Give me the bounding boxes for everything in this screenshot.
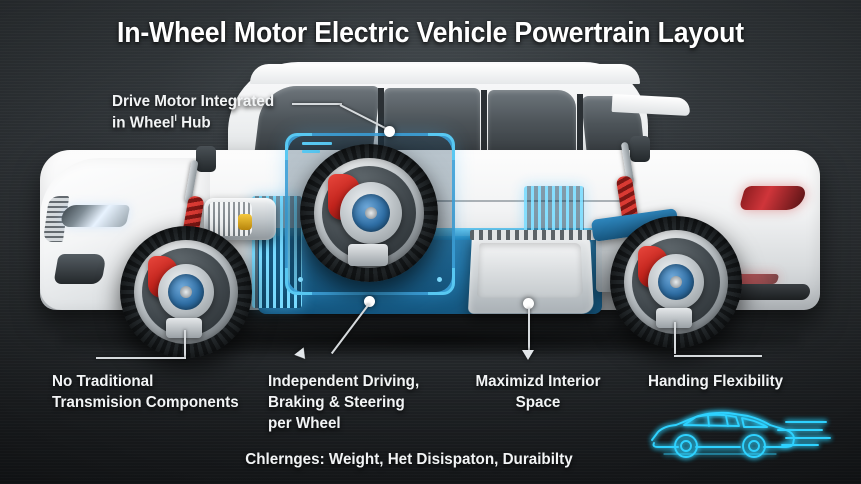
inset-corner-bottom-left-icon: [285, 268, 312, 295]
callout-independent-line1: Independent Driving,: [268, 373, 420, 390]
inset-indicator-dot-right: [437, 277, 442, 282]
callout-independent-line3: per Wheel: [268, 414, 341, 432]
hv-connector: [238, 214, 252, 230]
inset-corner-top-right-icon: [428, 133, 455, 160]
callout-drive-motor-line2-wrap: in Wheell Hub: [112, 113, 274, 134]
inset-corner-bottom-right-icon: [428, 268, 455, 295]
callout-label-handling: Handing Flexibility: [648, 372, 783, 393]
front-hub-mount-block: [166, 318, 202, 338]
lead-no-transmission-horizontal: [96, 357, 186, 359]
lead-handling-horizontal: [674, 355, 762, 357]
callout-no-transmission-line1: No Traditional: [52, 373, 154, 390]
callout-interior-space-line2: Space: [515, 393, 561, 411]
inset-tick-mark-2: [302, 150, 320, 153]
callout-label-independent: Independent Driving, Braking & Steering …: [268, 372, 419, 434]
inset-hub-center: [365, 207, 377, 219]
c-pillar: [481, 90, 487, 164]
lead-independent-diagonal: [330, 303, 370, 355]
front-strut-top-mount: [196, 146, 216, 172]
rear-hub-center: [670, 276, 682, 288]
lead-handling-vertical: [674, 322, 676, 354]
lead-interior-space-vertical: [528, 308, 530, 352]
page-title: In-Wheel Motor Electric Vehicle Powertra…: [116, 17, 744, 49]
car-roofline: [250, 64, 640, 84]
d-pillar: [577, 94, 583, 160]
callout-dot-independent[interactable]: [364, 296, 375, 307]
footer-challenges-text: Chlernges: Weight, Het Disispaton, Durai…: [245, 451, 573, 468]
lead-no-transmission-vertical: [184, 330, 186, 358]
callout-drive-motor-artifact: l: [174, 112, 177, 123]
callout-handling-line1: Handing Flexibility: [648, 373, 784, 390]
callout-no-transmission-line2: Transmision Components: [52, 393, 239, 411]
rear-strut-top-mount: [630, 136, 650, 162]
rear-hub-mount-block: [656, 308, 692, 328]
lead-drive-motor-horizontal: [292, 103, 342, 105]
callout-label-no-transmission: No Traditional Transmision Components: [52, 372, 239, 414]
inset-corner-top-left-icon: [285, 133, 312, 160]
inset-hub-mount-block: [348, 244, 388, 266]
inset-tick-mark-1: [302, 142, 332, 145]
lead-drive-motor-diagonal: [339, 104, 391, 132]
callout-dot-drive-motor[interactable]: [384, 126, 395, 137]
front-hub-center: [180, 286, 192, 298]
inset-indicator-dot-left: [298, 277, 303, 282]
battery-tray-rim: [470, 230, 596, 240]
callout-label-interior-space: Maximizd Interior Space: [456, 372, 619, 414]
neon-car-speed-icon: [651, 411, 831, 458]
callout-interior-space-line1: Maximizd Interior: [475, 373, 601, 390]
callout-drive-motor-line2-suffix: Hub: [181, 114, 211, 132]
callout-drive-motor-line1: Drive Motor Integrated: [112, 93, 275, 110]
callout-label-drive-motor: Drive Motor Integrated in Wheell Hub: [112, 92, 274, 134]
callout-dot-interior-space[interactable]: [523, 298, 534, 309]
arrow-independent: [294, 347, 310, 363]
callout-independent-line2: Braking & Steering: [268, 393, 405, 411]
callout-drive-motor-line2: in Wheel: [112, 114, 175, 132]
arrow-interior-space: [522, 350, 534, 360]
